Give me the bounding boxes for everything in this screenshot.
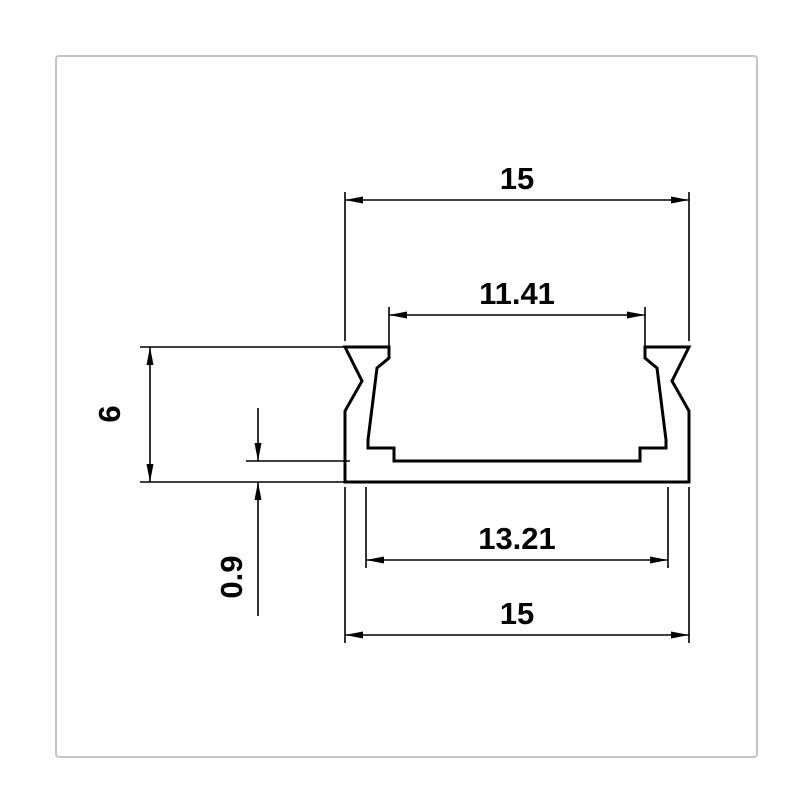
arrowhead-down-icon — [254, 443, 262, 461]
arrowhead-right-icon — [671, 631, 689, 639]
dim-label-bottom-width: 15 — [500, 596, 534, 631]
arrowhead-left-icon — [345, 196, 363, 204]
dimension-opening-width: 11.41 — [388, 276, 646, 350]
arrowhead-left-icon — [345, 631, 363, 639]
dimension-lines — [246, 408, 350, 616]
arrowhead-right-icon — [671, 196, 689, 204]
dimension-top-width: 15 — [344, 161, 690, 341]
dimension-lines — [388, 307, 646, 350]
dim-label-opening-width: 11.41 — [479, 276, 555, 311]
dim-label-base-thickness: 0.9 — [214, 555, 249, 598]
arrowhead-up-icon — [146, 347, 154, 365]
dimension-inner-width: 13.21 — [365, 487, 669, 568]
arrowhead-right-icon — [627, 311, 645, 319]
drawing-border-frame — [55, 55, 758, 758]
dimension-lines — [344, 487, 690, 643]
arrowhead-left-icon — [389, 311, 407, 319]
dimension-height: 6 — [92, 346, 348, 483]
profile-outline — [342, 345, 692, 484]
dimension-lines — [344, 192, 690, 341]
dim-label-top-width: 15 — [500, 161, 534, 196]
dimension-lines — [365, 487, 669, 568]
arrowhead-left-icon — [366, 556, 384, 564]
dimension-bottom-width: 15 — [344, 487, 690, 643]
arrowhead-right-icon — [650, 556, 668, 564]
arrowhead-down-icon — [146, 464, 154, 482]
dimension-base-thickness: 0.9 — [214, 408, 350, 616]
dim-label-height: 6 — [92, 405, 127, 422]
dimension-lines — [140, 346, 348, 483]
arrowhead-up-icon — [254, 482, 262, 500]
dim-label-inner-width: 13.21 — [478, 521, 556, 556]
